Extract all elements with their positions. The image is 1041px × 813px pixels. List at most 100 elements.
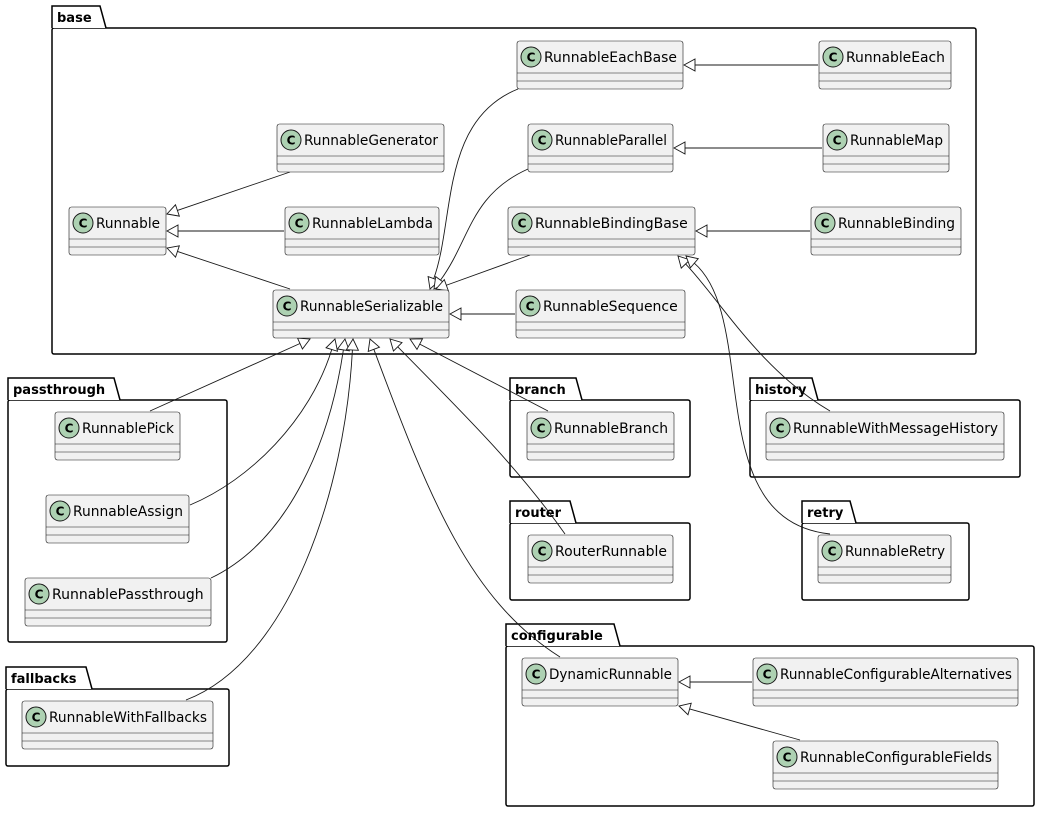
- class-box: [527, 534, 674, 584]
- class-box: [507, 206, 696, 256]
- inheritance-RouterRunnable-to-RunnableSerializable: [389, 338, 566, 535]
- inheritance-line: [189, 349, 333, 506]
- inheritance-line: [373, 349, 561, 658]
- class-box: [276, 123, 445, 173]
- package-retry: retry: [801, 500, 970, 601]
- class-stereotype-letter: C: [776, 422, 785, 436]
- class-box: [810, 206, 962, 256]
- class-stereotype-icon: [814, 212, 836, 234]
- class-name: RunnableAssign: [73, 504, 183, 520]
- class-RunnablePassthrough[interactable]: C RunnablePassthrough: [24, 577, 212, 627]
- class-RunnableGenerator[interactable]: C RunnableGenerator: [276, 123, 445, 173]
- class-stereotype-icon: [531, 129, 553, 151]
- class-stereotype-icon: [280, 129, 302, 151]
- class-stereotype-letter: C: [532, 668, 541, 682]
- class-stereotype-letter: C: [518, 217, 527, 231]
- class-stereotype-letter: C: [287, 134, 296, 148]
- inheritance-RunnableRetry-to-RunnableBindingBase: [685, 255, 831, 535]
- inheritance-line: [419, 343, 549, 412]
- package-tab: [505, 623, 621, 647]
- class-stereotype-icon: [776, 746, 798, 768]
- inheritance-RunnableBranch-to-RunnableSerializable: [409, 338, 549, 412]
- inheritance-line: [685, 263, 831, 412]
- inheritance-RunnableBinding-to-RunnableBindingBase: [695, 224, 810, 238]
- class-stereotype-letter: C: [35, 588, 44, 602]
- package-configurable: configurable: [505, 623, 1035, 807]
- package-fallbacks: fallbacks: [5, 666, 230, 767]
- class-stereotype-icon: [58, 417, 80, 439]
- class-box: [772, 740, 999, 790]
- inheritance-arrowhead: [336, 338, 351, 352]
- class-name: RunnableBranch: [554, 421, 668, 437]
- class-stereotype-letter: C: [829, 51, 838, 65]
- class-stereotype-letter: C: [833, 134, 842, 148]
- package-tab: [51, 5, 107, 29]
- class-stereotype-letter: C: [32, 711, 41, 725]
- class-stereotype-letter: C: [828, 545, 837, 559]
- package-frame: [509, 522, 691, 601]
- class-box: [45, 494, 190, 544]
- inheritance-arrowhead: [678, 702, 692, 716]
- class-box: [765, 411, 1005, 461]
- class-name: Runnable: [96, 216, 160, 232]
- inheritance-RunnableGenerator-to-Runnable: [166, 171, 291, 217]
- inheritance-arrowhead: [683, 58, 696, 72]
- inheritance-line: [689, 708, 801, 741]
- class-name: RunnableSequence: [543, 299, 678, 315]
- class-box: [752, 657, 1019, 707]
- class-stereotype-letter: C: [783, 751, 792, 765]
- class-box: [818, 40, 952, 90]
- inheritance-arrowhead: [325, 338, 339, 352]
- class-stereotype-icon: [519, 295, 541, 317]
- class-name: RunnableConfigurableFields: [800, 750, 992, 766]
- class-stereotype-icon: [826, 129, 848, 151]
- package-label: retry: [807, 506, 844, 521]
- class-RunnableConfigurableFields[interactable]: C RunnableConfigurableFields: [772, 740, 999, 790]
- class-DynamicRunnable[interactable]: C DynamicRunnable: [521, 657, 679, 707]
- inheritance-arrowhead: [166, 245, 180, 259]
- inheritance-arrowhead: [296, 337, 311, 350]
- class-stereotype-letter: C: [821, 217, 830, 231]
- package-tab: [749, 377, 819, 401]
- class-stereotype-icon: [28, 583, 50, 605]
- class-name: RunnableSerializable: [300, 299, 443, 315]
- package-frame: [505, 645, 1035, 807]
- package-label: router: [515, 506, 562, 521]
- class-name: RunnableLambda: [312, 216, 433, 232]
- class-box: [272, 289, 450, 339]
- inheritance-RunnableConfigurableAlternatives-to-DynamicRunnable: [678, 675, 752, 689]
- class-stereotype-letter: C: [295, 217, 304, 231]
- inheritance-arrowhead: [367, 338, 381, 353]
- class-name: RunnablePassthrough: [52, 587, 204, 603]
- inheritance-RunnableAssign-to-RunnableSerializable: [189, 338, 339, 506]
- inheritance-RunnableEachBase-to-RunnableSerializable: [427, 88, 519, 290]
- class-name: DynamicRunnable: [549, 667, 672, 683]
- packages-layer: basepassthroughfallbacksbranchrouterconf…: [5, 5, 1035, 807]
- class-name: RunnableGenerator: [304, 133, 438, 149]
- inheritance-arrowhead: [389, 338, 403, 352]
- class-RunnableLambda[interactable]: C RunnableLambda: [284, 206, 440, 256]
- inheritance-arrowhead: [449, 307, 462, 321]
- class-box: [515, 289, 686, 339]
- class-name: RunnableParallel: [555, 133, 667, 149]
- class-stereotype-icon: [821, 540, 843, 562]
